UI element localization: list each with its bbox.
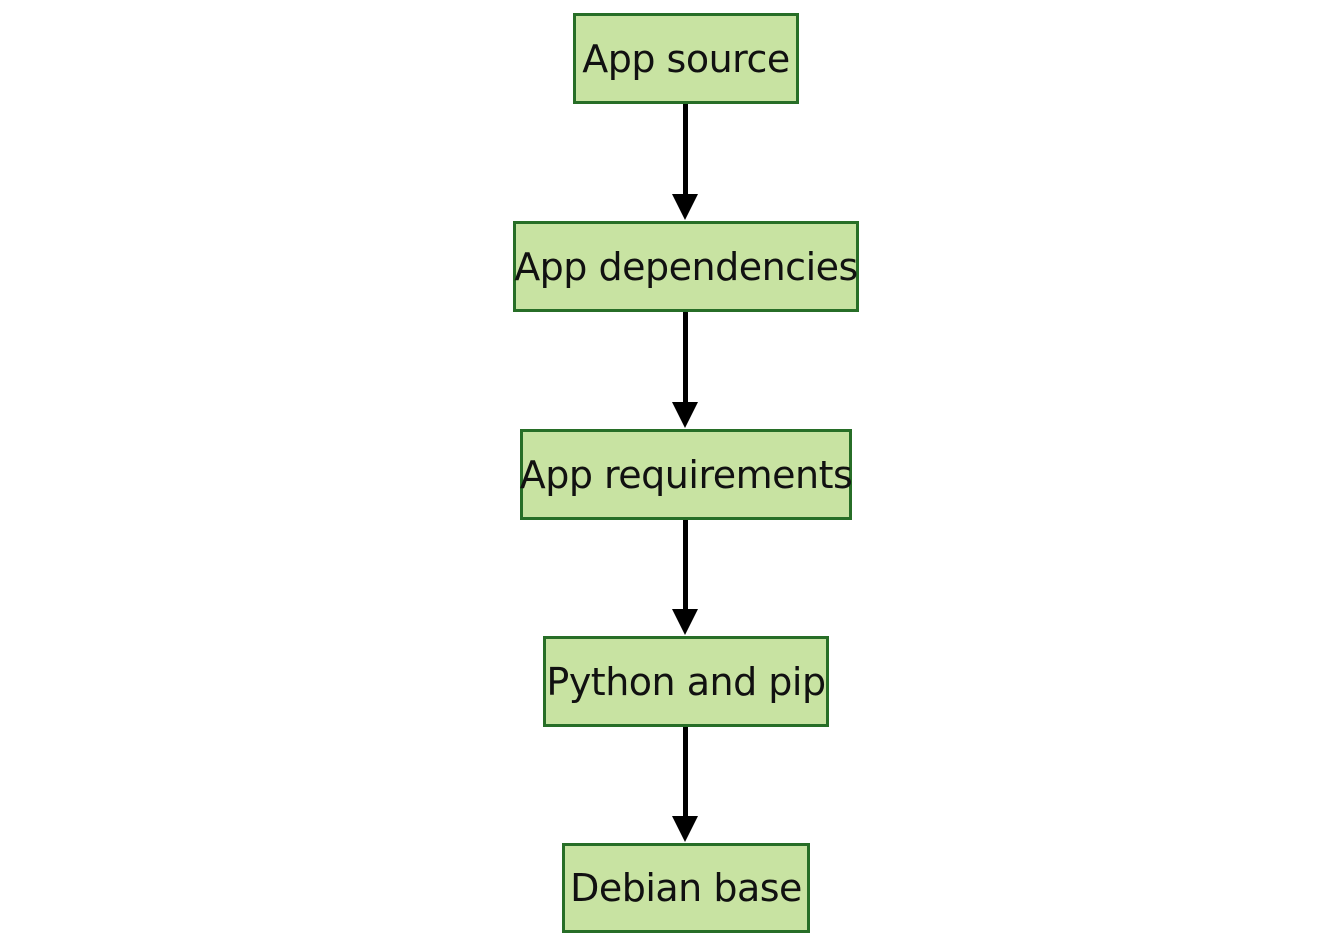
- arrow-shaft: [682, 104, 688, 196]
- arrowhead-icon: [672, 816, 698, 842]
- node-app-dependencies: App dependencies: [513, 221, 859, 312]
- arrowhead-icon: [672, 609, 698, 635]
- node-label: App dependencies: [514, 244, 858, 289]
- arrow-down-icon: [672, 104, 698, 220]
- arrow-down-icon: [672, 727, 698, 842]
- arrow-shaft: [682, 520, 688, 611]
- node-app-requirements: App requirements: [519, 429, 853, 520]
- arrow-shaft: [682, 727, 688, 818]
- node-python-and-pip: Python and pip: [543, 636, 829, 727]
- node-app-source: App source: [573, 13, 799, 104]
- arrow-shaft: [682, 312, 688, 404]
- node-label: Python and pip: [546, 659, 826, 704]
- node-label: App source: [582, 36, 790, 81]
- node-debian-base: Debian base: [562, 843, 810, 933]
- node-label: App requirements: [519, 452, 853, 497]
- arrow-down-icon: [672, 312, 698, 428]
- arrow-down-icon: [672, 520, 698, 635]
- node-label: Debian base: [570, 866, 802, 910]
- arrowhead-icon: [672, 402, 698, 428]
- arrowhead-icon: [672, 194, 698, 220]
